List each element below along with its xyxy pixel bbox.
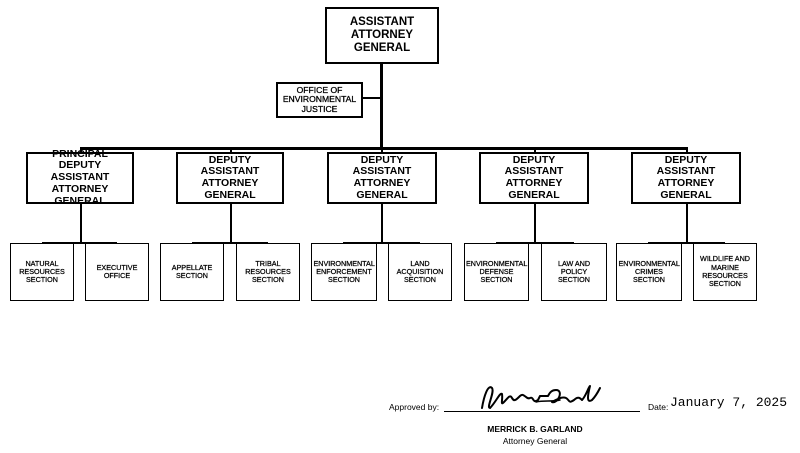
deputy-box-2: DEPUTY ASSISTANT ATTORNEY GENERAL bbox=[176, 152, 284, 204]
approved-by-label: Approved by: bbox=[389, 402, 440, 412]
connector-group-2-horizontal bbox=[192, 242, 268, 244]
connector-group-1-vertical bbox=[80, 203, 82, 243]
section-box-environmental-defense: ENVIRONMENTAL DEFENSE SECTION bbox=[464, 243, 529, 301]
section-box-natural-resources: NATURAL RESOURCES SECTION bbox=[10, 243, 74, 301]
section-title: TRIBAL RESOURCES SECTION bbox=[245, 258, 291, 285]
section-title: ENVIRONMENTAL CRIMES SECTION bbox=[618, 258, 680, 285]
section-box-environmental-crimes: ENVIRONMENTAL CRIMES SECTION bbox=[616, 243, 682, 301]
signature-image bbox=[481, 385, 601, 409]
deputy-box-3: DEPUTY ASSISTANT ATTORNEY GENERAL bbox=[327, 152, 437, 204]
principal-deputy-box: PRINCIPAL DEPUTY ASSISTANT ATTORNEY GENE… bbox=[26, 148, 134, 206]
date-label: Date: bbox=[648, 402, 669, 412]
office-of-environmental-justice-box: OFFICE OF ENVIRONMENTAL JUSTICE bbox=[276, 82, 363, 118]
deputy-title: DEPUTY ASSISTANT ATTORNEY GENERAL bbox=[352, 153, 412, 201]
section-title: ENVIRONMENTAL DEFENSE SECTION bbox=[465, 258, 528, 285]
connector-top-vertical bbox=[380, 63, 383, 149]
section-box-land-acquisition: LAND ACQUISITION SECTION bbox=[388, 243, 452, 301]
section-title: LAND ACQUISITION SECTION bbox=[396, 258, 444, 285]
connector-group-5-horizontal bbox=[648, 242, 725, 244]
section-box-law-and-policy: LAW AND POLICY SECTION bbox=[541, 243, 607, 301]
section-box-tribal-resources: TRIBAL RESOURCES SECTION bbox=[236, 243, 300, 301]
section-box-wildlife-and-marine-resources: WILDLIFE AND MARINE RESOURCES SECTION bbox=[693, 243, 757, 301]
deputy-box-5: DEPUTY ASSISTANT ATTORNEY GENERAL bbox=[631, 152, 741, 204]
connector-group-3-horizontal bbox=[343, 242, 420, 244]
connector-deputy-5-drop bbox=[686, 147, 688, 153]
connector-deputies-bus bbox=[80, 147, 687, 150]
signature-line bbox=[444, 411, 640, 412]
section-box-executive-office: EXECUTIVE OFFICE bbox=[85, 243, 149, 301]
section-title: EXECUTIVE OFFICE bbox=[96, 262, 138, 280]
connector-staff bbox=[362, 97, 382, 99]
office-of-environmental-justice-title: OFFICE OF ENVIRONMENTAL JUSTICE bbox=[282, 84, 357, 114]
deputy-title: PRINCIPAL DEPUTY ASSISTANT ATTORNEY GENE… bbox=[50, 147, 110, 207]
connector-group-2-vertical bbox=[230, 203, 232, 243]
section-title: APPELLATE SECTION bbox=[171, 262, 213, 280]
connector-group-4-horizontal bbox=[496, 242, 574, 244]
section-title: NATURAL RESOURCES SECTION bbox=[19, 258, 65, 285]
connector-deputy-1-drop bbox=[80, 147, 82, 153]
deputy-title: DEPUTY ASSISTANT ATTORNEY GENERAL bbox=[656, 153, 716, 201]
deputy-title: DEPUTY ASSISTANT ATTORNEY GENERAL bbox=[200, 153, 260, 201]
section-title: WILDLIFE AND MARINE RESOURCES SECTION bbox=[700, 254, 750, 289]
connector-deputy-4-drop bbox=[534, 147, 536, 153]
deputy-box-4: DEPUTY ASSISTANT ATTORNEY GENERAL bbox=[479, 152, 589, 204]
deputy-title: DEPUTY ASSISTANT ATTORNEY GENERAL bbox=[504, 153, 564, 201]
connector-group-5-vertical bbox=[686, 203, 688, 243]
connector-deputy-3-drop bbox=[381, 147, 383, 153]
connector-group-3-vertical bbox=[381, 203, 383, 243]
section-box-environmental-enforcement: ENVIRONMENTAL ENFORCEMENT SECTION bbox=[311, 243, 377, 301]
connector-group-1-horizontal bbox=[42, 242, 117, 244]
signer-title: Attorney General bbox=[502, 436, 568, 446]
connector-group-4-vertical bbox=[534, 203, 536, 243]
assistant-attorney-general-title: ASSISTANT ATTORNEY GENERAL bbox=[349, 16, 415, 54]
assistant-attorney-general-box: ASSISTANT ATTORNEY GENERAL bbox=[325, 7, 439, 64]
date-value: January 7, 2025 bbox=[670, 395, 788, 410]
section-title: LAW AND POLICY SECTION bbox=[557, 258, 591, 285]
signer-name: MERRICK B. GARLAND bbox=[487, 424, 583, 434]
section-box-appellate: APPELLATE SECTION bbox=[160, 243, 224, 301]
connector-deputy-2-drop bbox=[230, 147, 232, 153]
section-title: ENVIRONMENTAL ENFORCEMENT SECTION bbox=[313, 258, 375, 285]
